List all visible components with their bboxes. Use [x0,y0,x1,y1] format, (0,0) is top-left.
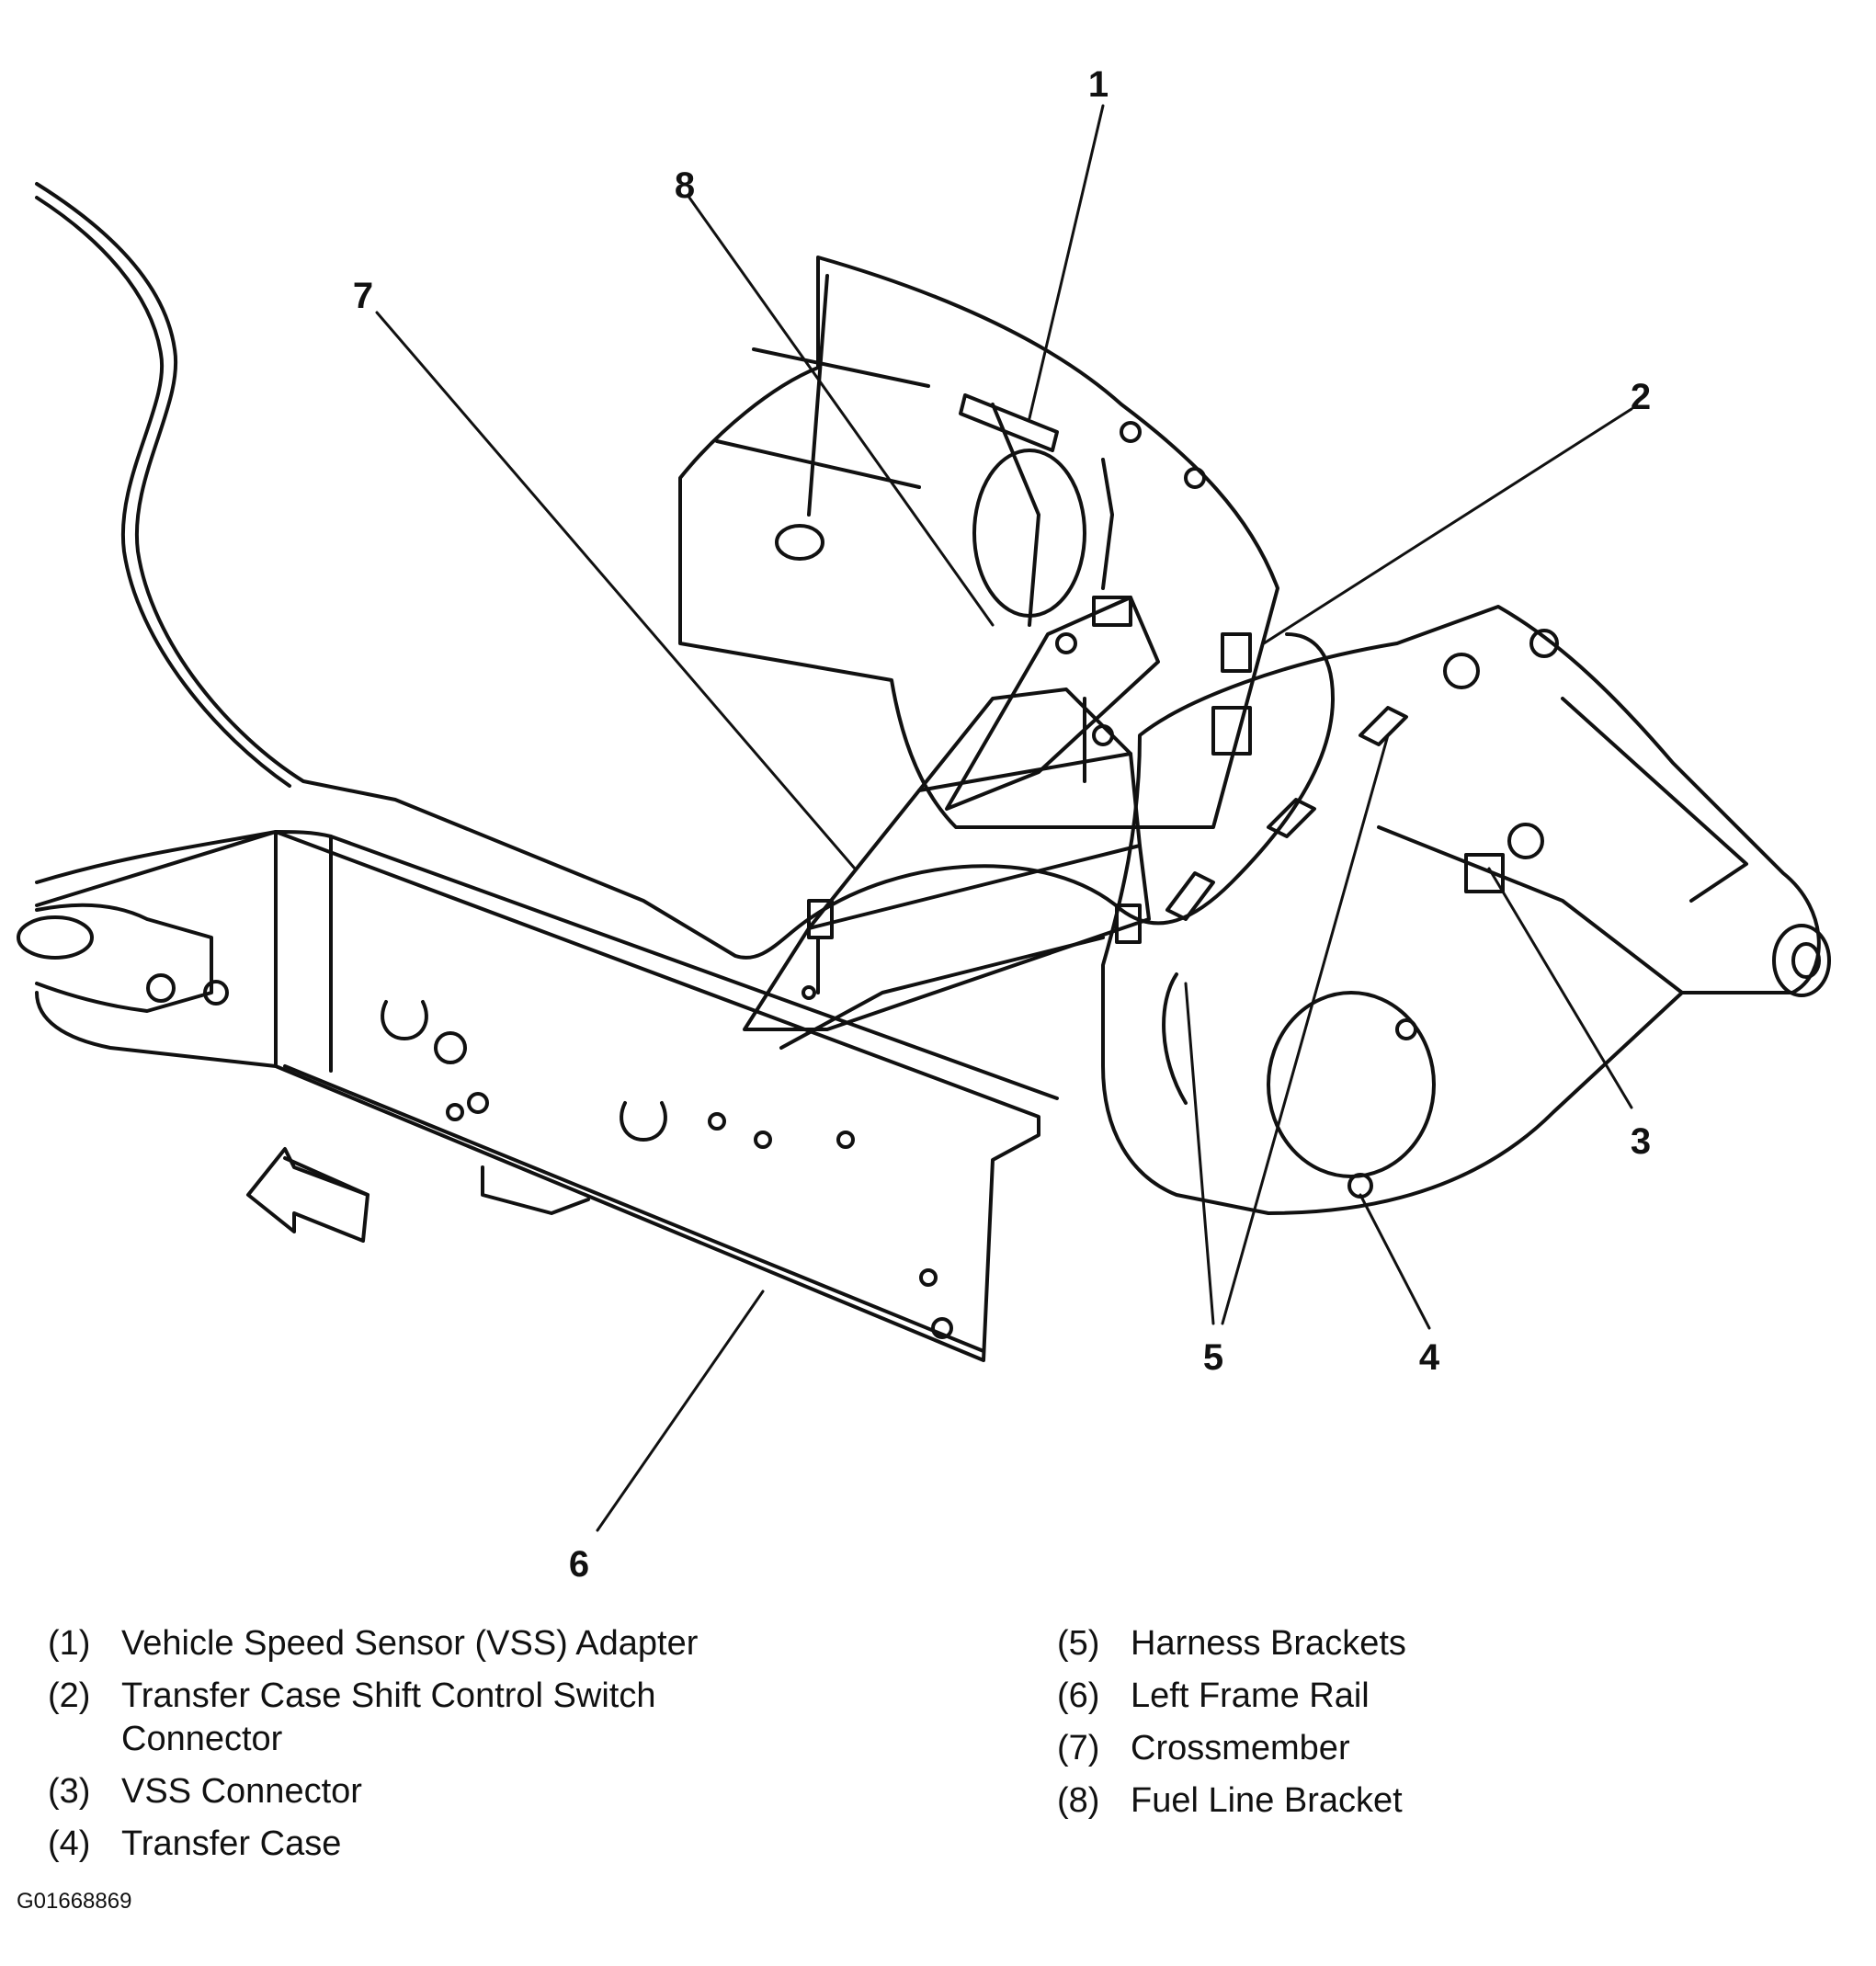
fuel-line-bracket-drawing [945,596,1160,811]
figure-id: G01668869 [17,1889,132,1914]
callout-1: 1 [1088,64,1109,105]
parts-diagram: 1 2 3 4 5 6 7 8 [17,64,1831,1581]
harness-clips-drawing [381,899,1142,1142]
legend-item-2: (2) Transfer Case Shift Control Switch C… [48,1676,656,1758]
legend-item-1: (1) Vehicle Speed Sensor (VSS) Adapter [48,1624,699,1663]
transfer-case-drawing [1101,605,1831,1215]
callout-8: 8 [675,165,695,206]
legend-item-5: (5) Harness Brackets [1057,1624,1406,1663]
callout-7: 7 [353,276,373,316]
left-frame-rail-drawing [17,830,1059,1362]
legend-right-column: (5) Harness Brackets (6) Left Frame Rail… [1057,1622,1838,1832]
legend-item-7: (7) Crossmember [1057,1729,1350,1767]
legend-item-3: (3) VSS Connector [48,1772,362,1811]
leader-lines [375,104,1633,1532]
callout-3: 3 [1631,1121,1651,1162]
callout-4: 4 [1419,1337,1440,1378]
fuel-line-drawing [35,182,1335,960]
legend-left-column: (1) Vehicle Speed Sensor (VSS) Adapter (… [48,1622,1013,1875]
callout-5: 5 [1203,1337,1223,1378]
forward-arrow-icon [246,1147,370,1243]
legend-item-6: (6) Left Frame Rail [1057,1676,1370,1715]
crossmember-drawing [743,688,1151,1050]
transmission-drawing [678,256,1279,829]
legend-item-8: (8) Fuel Line Bracket [1057,1781,1403,1820]
legend-item-4: (4) Transfer Case [48,1824,342,1863]
callout-6: 6 [569,1544,589,1581]
callout-2: 2 [1631,377,1651,417]
